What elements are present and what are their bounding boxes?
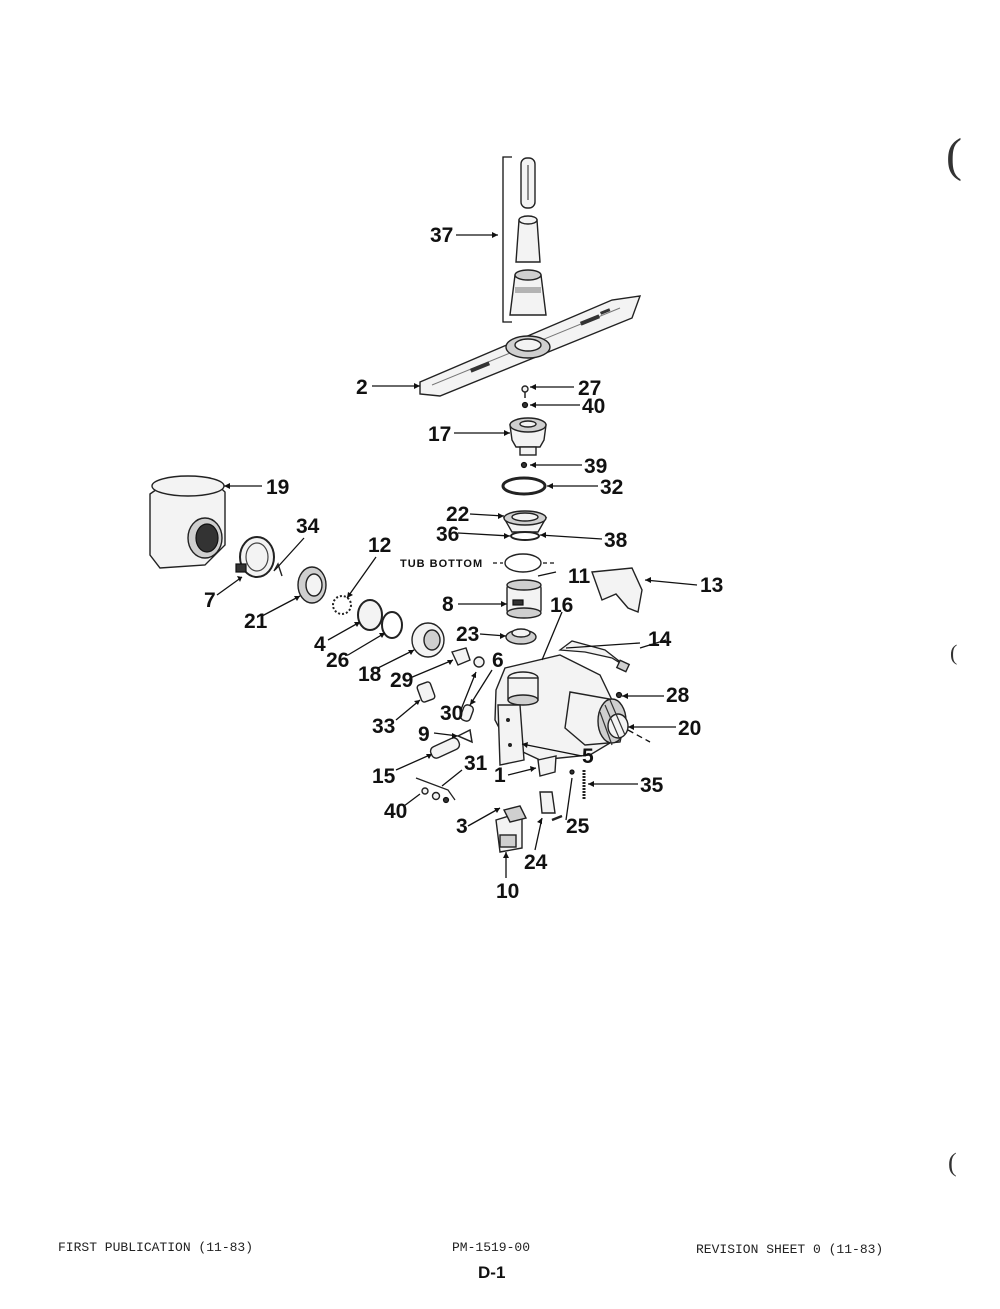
drain-housing — [149, 475, 226, 569]
callout-23: 23 — [456, 623, 479, 646]
callout-25: 25 — [566, 815, 590, 838]
valve-plug — [459, 704, 475, 722]
valve-part — [451, 647, 471, 666]
small-clip — [615, 659, 631, 673]
spray-arm-hub — [509, 417, 547, 456]
callout-36: 36 — [436, 523, 459, 546]
chopper — [411, 622, 445, 658]
callout-22: 22 — [446, 503, 469, 526]
ball — [473, 656, 485, 668]
bearing-ring — [297, 566, 327, 604]
callout-20: 20 — [678, 717, 701, 740]
callout-40-lower: 40 — [384, 800, 407, 823]
tub-bottom-indicator — [493, 553, 555, 573]
impeller — [505, 628, 537, 645]
callout-8: 8 — [442, 593, 454, 616]
callout-11: 11 — [568, 565, 591, 588]
hose-clamp — [235, 536, 275, 578]
callout-37: 37 — [430, 224, 453, 247]
callout-34: 34 — [296, 515, 320, 538]
pump-housing-cover — [506, 579, 542, 619]
pump-and-motor-assembly — [494, 654, 651, 766]
ball-part — [520, 461, 528, 469]
callout-6: 6 — [492, 649, 504, 672]
o-ring — [501, 476, 547, 496]
callout-39: 39 — [584, 455, 607, 478]
tub-bottom-label: TUB BOTTOM — [400, 558, 483, 570]
seal-ring — [357, 599, 383, 631]
binder-mark-bottom: ( — [948, 1148, 957, 1177]
callout-29: 29 — [390, 669, 413, 692]
callout-7: 7 — [204, 589, 216, 612]
callout-28: 28 — [666, 684, 690, 707]
callout-31: 31 — [464, 752, 488, 775]
page-number: D-1 — [478, 1263, 506, 1282]
callout-14: 14 — [648, 628, 672, 651]
spring-clip — [456, 728, 473, 744]
solenoid — [495, 805, 528, 853]
callout-2: 2 — [356, 376, 368, 399]
callout-numbers: 37 2 27 40 17 39 32 19 22 36 38 34 12 TU… — [204, 224, 723, 903]
callout-33: 33 — [372, 715, 395, 738]
callout-4: 4 — [314, 633, 326, 656]
mounting-nut-and-seal — [502, 510, 548, 541]
gear — [332, 595, 352, 615]
callout-32: 32 — [600, 476, 623, 499]
callout-27: 27 — [578, 377, 601, 400]
footer-publication: FIRST PUBLICATION (11-83) — [58, 1240, 254, 1255]
screw-and-washer — [521, 385, 529, 409]
callout-38: 38 — [604, 529, 628, 552]
callout-5: 5 — [582, 745, 594, 768]
callout-18: 18 — [358, 663, 382, 686]
screw-cap — [416, 681, 436, 703]
footer-part-number: PM-1519-00 — [452, 1240, 531, 1255]
spray-arm — [419, 295, 642, 397]
wash-tube-assembly — [502, 156, 547, 323]
binder-mark-top: ( — [946, 129, 962, 182]
callout-10: 10 — [496, 880, 519, 903]
callout-13: 13 — [700, 574, 723, 597]
callout-17: 17 — [428, 423, 451, 446]
callout-21: 21 — [244, 610, 268, 633]
tube-part — [429, 737, 461, 759]
callout-16: 16 — [550, 594, 573, 617]
callout-12: 12 — [368, 534, 391, 557]
callout-9: 9 — [418, 723, 430, 746]
small-pin — [551, 814, 563, 822]
callout-19: 19 — [266, 476, 289, 499]
callout-24: 24 — [524, 851, 548, 874]
bracket-and-washers — [415, 777, 456, 804]
plate-part — [537, 755, 557, 777]
callout-15: 15 — [372, 765, 396, 788]
shield — [591, 567, 643, 613]
spring — [569, 769, 586, 800]
footer-revision: REVISION SHEET 0 (11-83) — [696, 1242, 884, 1257]
leader-lines — [216, 232, 698, 878]
callout-40-upper: 40 — [582, 395, 605, 418]
callout-1: 1 — [494, 764, 506, 787]
cover-plate — [539, 791, 556, 814]
callout-26: 26 — [326, 649, 349, 672]
callout-35: 35 — [640, 774, 664, 797]
screw-part — [615, 691, 623, 699]
callout-3: 3 — [456, 815, 468, 838]
gasket — [381, 611, 403, 639]
callout-30: 30 — [440, 702, 463, 725]
binder-mark-middle: ( — [950, 640, 958, 665]
